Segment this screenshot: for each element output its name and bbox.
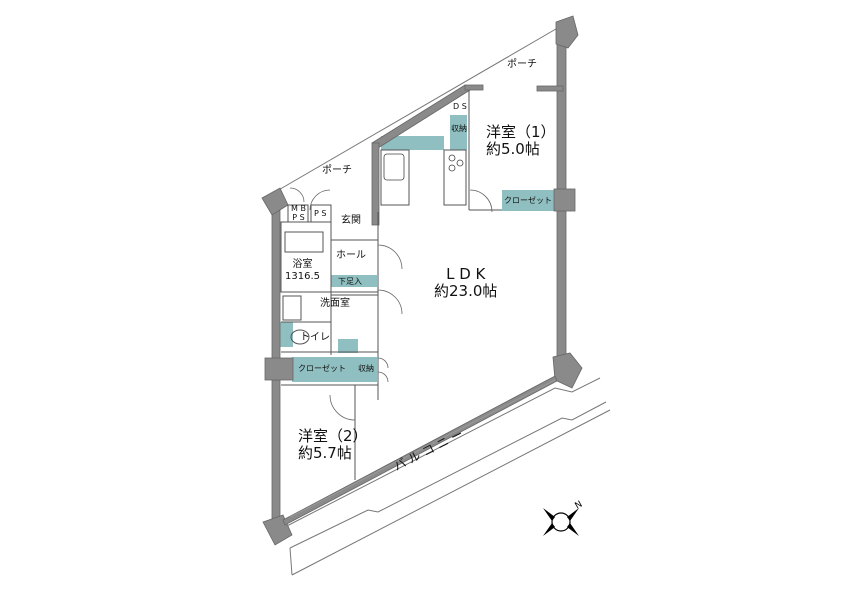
door-swings	[289, 187, 493, 421]
sink-icon	[383, 153, 405, 181]
porch-left-label: ポーチ	[322, 165, 352, 176]
balcony-outline	[282, 377, 611, 576]
storage-fills	[280, 115, 556, 382]
walls	[261, 15, 583, 546]
interior-lines	[280, 90, 556, 518]
room-ldk: L D K 約23.0帖	[434, 265, 498, 301]
washroom-fill	[338, 339, 358, 353]
room-western1: 洋室（1） 約5.0帖	[486, 123, 556, 159]
storage-shuno2	[350, 357, 377, 382]
closet1-fill	[502, 190, 556, 211]
storage-shuno2-label: 収納	[358, 364, 374, 373]
storage-shuno1	[450, 115, 467, 150]
room-entrance: 玄関	[341, 215, 361, 226]
room-ldk-name: L D K	[446, 265, 486, 283]
ps-label: P S	[314, 209, 327, 218]
room-ldk-area: 約23.0帖	[434, 282, 498, 301]
storage-shuno1-label: 収納	[451, 124, 467, 133]
room-western1-area: 約5.0帖	[486, 140, 540, 159]
stove-icon	[448, 154, 464, 172]
room-western2: 洋室（2） 約5.7帖	[298, 427, 368, 463]
room-bath-name: 浴室	[292, 259, 313, 270]
mb-ps-label: M B P S	[291, 204, 306, 223]
room-bath-size: 1316.5	[285, 270, 320, 282]
shoe-box-fill	[331, 275, 377, 287]
compass-icon: N	[543, 500, 584, 536]
closet1-label: クローゼット	[504, 196, 552, 205]
kitchen-counter-top	[381, 136, 444, 150]
room-western2-name: 洋室（2）	[298, 427, 368, 445]
room-hall: ホール	[336, 250, 366, 261]
svg-text:N: N	[574, 500, 585, 512]
porch-top-label: ポーチ	[507, 59, 537, 70]
room-western2-area: 約5.7帖	[298, 444, 352, 463]
room-bath: 浴室 1316.5	[285, 259, 320, 282]
room-toilet: トイレ	[300, 332, 330, 343]
ds-label: D S	[453, 102, 467, 111]
closet2-label: クローゼット	[298, 364, 346, 373]
room-western1-name: 洋室（1）	[486, 123, 556, 141]
toilet-storage-fill	[280, 322, 293, 347]
porch-boundary-line	[269, 21, 569, 196]
closet2-fill	[292, 357, 350, 382]
room-washroom: 洗面室	[320, 298, 350, 309]
shoe-box-label: 下足入	[338, 277, 362, 286]
